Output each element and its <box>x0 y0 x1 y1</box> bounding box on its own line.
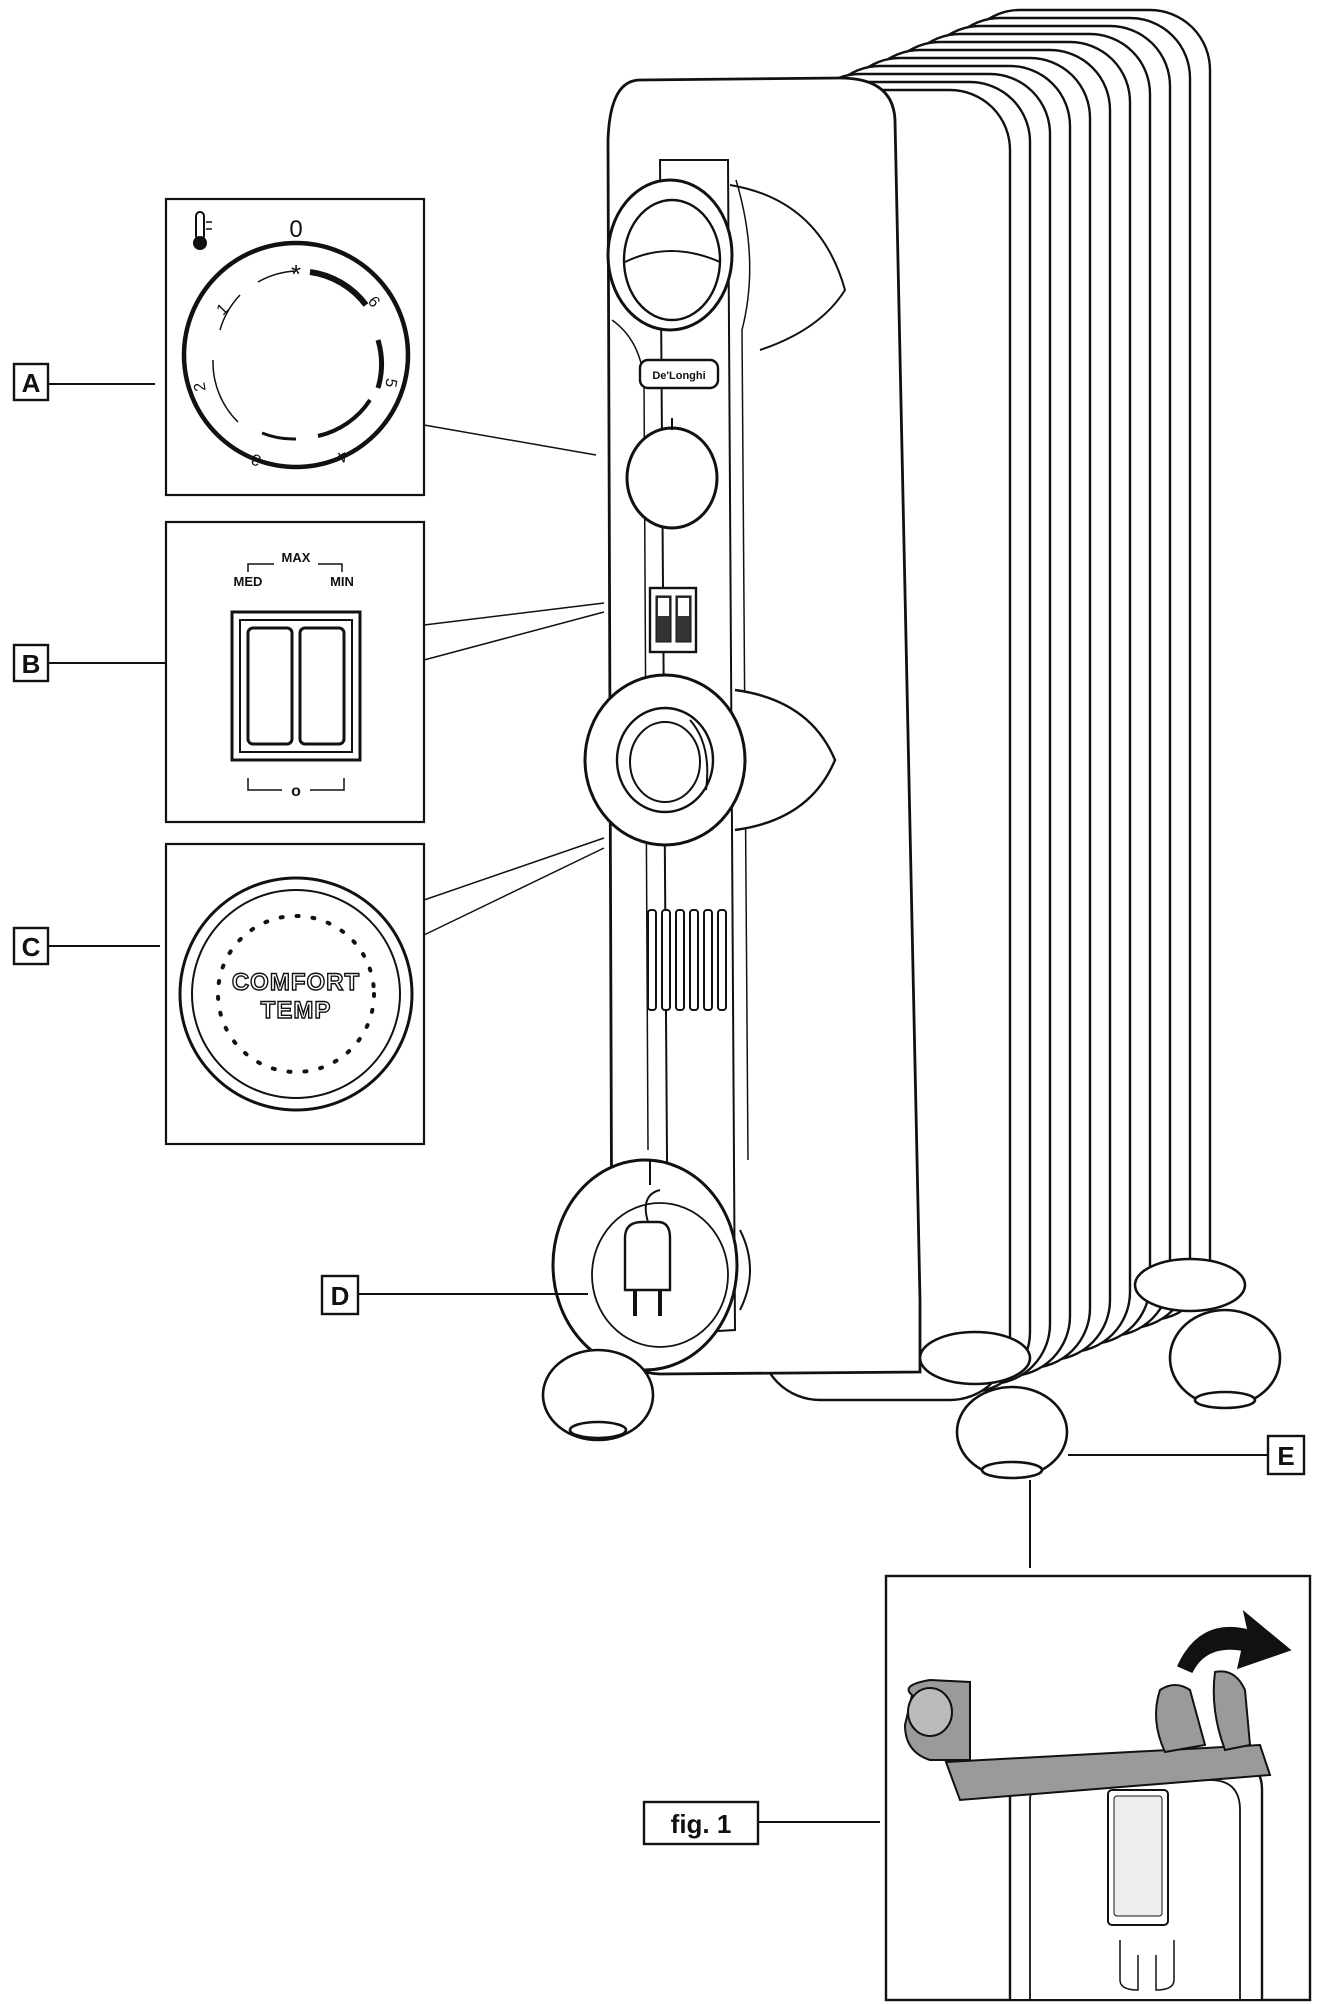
callout-box-b: MAX MED MIN o <box>164 520 605 824</box>
rotate-arrow-icon <box>1176 1610 1292 1673</box>
dial-number-5: 5 <box>381 377 399 389</box>
switch-off-label: o <box>291 783 301 800</box>
switch-min-label: MIN <box>330 574 354 589</box>
heater-illustration: De'Longhi <box>541 8 1282 1480</box>
label-a: A <box>12 362 155 402</box>
fig1-right-wheels <box>1155 1670 1252 1754</box>
label-a-text: A <box>22 368 41 398</box>
fig1-label-text: fig. 1 <box>671 1809 732 1839</box>
switch-med-label: MED <box>234 574 263 589</box>
brand-logo: De'Longhi <box>638 358 720 390</box>
label-c-text: C <box>22 932 41 962</box>
dial-frost-label: * <box>291 259 301 289</box>
label-e-text: E <box>1277 1441 1294 1471</box>
label-e: E <box>1029 1434 1306 1568</box>
comfort-label-line2: TEMP <box>261 997 332 1024</box>
comfort-label-line1: COMFORT <box>232 969 360 996</box>
dial-number-2: 2 <box>191 381 209 393</box>
fig1-left-wheel <box>903 1678 971 1761</box>
body-power-switches[interactable] <box>648 586 698 654</box>
label-b-text: B <box>22 649 41 679</box>
body-comfort-knob[interactable] <box>583 673 837 847</box>
wheels <box>541 1257 1282 1480</box>
thermometer-icon <box>193 211 212 250</box>
fig1-inset <box>884 1574 1312 2002</box>
label-c: C <box>12 926 160 966</box>
power-switch-panel[interactable] <box>230 610 362 762</box>
callout-box-a: 0 * 1 2 3 4 5 6 <box>164 197 597 497</box>
brand-logo-text: De'Longhi <box>652 370 705 382</box>
plug-icon <box>623 1189 672 1316</box>
switch-max-label: MAX <box>282 550 311 565</box>
fig1-label: fig. 1 <box>642 1800 880 1846</box>
label-d: D <box>320 1274 588 1316</box>
vent-slots <box>647 909 727 1011</box>
top-handle <box>606 178 847 351</box>
thermostat-dial[interactable]: * 1 2 3 4 5 6 <box>181 240 411 470</box>
label-d-text: D <box>331 1281 350 1311</box>
comfort-temp-knob[interactable]: COMFORT TEMP <box>178 876 414 1112</box>
cord-storage <box>551 1158 751 1372</box>
callout-box-c: COMFORT TEMP <box>164 837 605 1146</box>
dial-zero-label: 0 <box>289 216 302 243</box>
label-b: B <box>12 643 166 683</box>
body-thermostat-knob[interactable] <box>625 418 719 530</box>
